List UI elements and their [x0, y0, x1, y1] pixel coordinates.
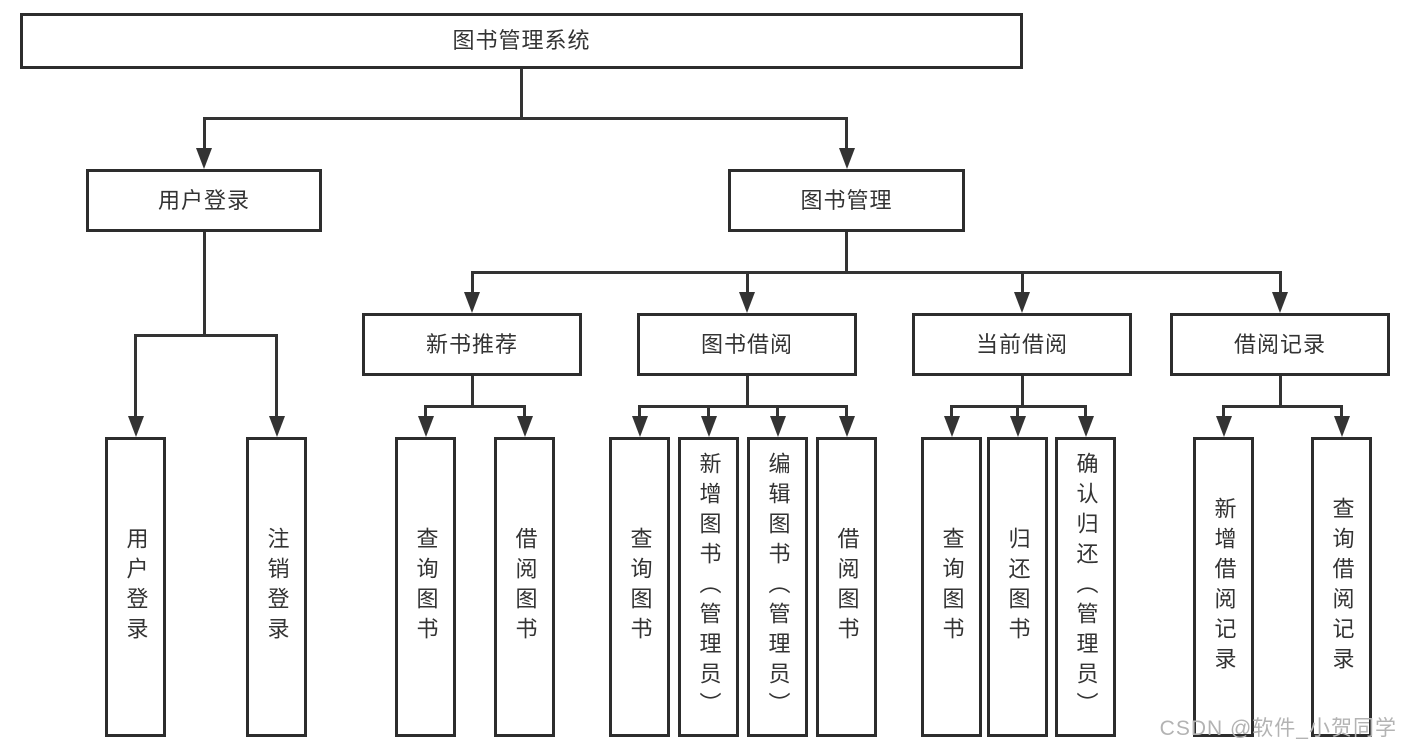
arrowhead-down-icon: [838, 416, 855, 437]
edge-line-vertical: [520, 69, 523, 118]
node-system-root: 图书管理系统: [20, 13, 1023, 69]
leaf-query-borrow-record: 查询借阅记录: [1311, 437, 1372, 737]
node-label: 图书借阅: [700, 331, 793, 357]
leaf-borrow-book-recommend: 借阅图书: [494, 437, 555, 737]
edge-line-vertical: [470, 376, 474, 406]
edge-line-vertical: [1278, 376, 1282, 406]
node-label: 新增借阅记录: [1211, 497, 1237, 677]
leaf-return-book: 归还图书: [987, 437, 1048, 737]
edge-line-vertical: [523, 406, 526, 421]
watermark: CSDN @软件_小贺同学: [1159, 717, 1397, 740]
leaf-add-borrow-record: 新增借阅记录: [1193, 437, 1254, 737]
edge-line-vertical: [745, 376, 749, 406]
leaf-confirm-return-admin: 确认归还（管理员）: [1055, 437, 1116, 737]
node-label: 图书管理系统: [452, 28, 591, 53]
node-label: 确认归还（管理员）: [1073, 452, 1099, 722]
edge-line-horizontal: [134, 333, 278, 337]
node-borrowing-records: 借阅记录: [1170, 313, 1390, 376]
edge-line-horizontal: [424, 404, 526, 408]
edge-line-vertical: [638, 406, 641, 421]
edge-line-vertical: [845, 406, 848, 421]
edge-line-horizontal: [1222, 404, 1343, 408]
edge-line-vertical: [202, 232, 206, 335]
arrowhead-down-icon: [464, 292, 480, 313]
arrowhead-down-icon: [1077, 416, 1094, 437]
edge-line-vertical: [1222, 406, 1225, 421]
leaf-user-login: 用户登录: [105, 437, 166, 737]
leaf-logout: 注销登录: [246, 437, 307, 737]
node-book-management: 图书管理: [728, 169, 965, 232]
node-label: 图书管理: [800, 187, 893, 213]
leaf-add-book-admin: 新增图书（管理员）: [678, 437, 739, 737]
node-label: 借阅图书: [512, 527, 538, 647]
leaf-borrow-book: 借阅图书: [816, 437, 877, 737]
arrowhead-down-icon: [943, 416, 960, 437]
arrowhead-down-icon: [700, 416, 717, 437]
arrowhead-down-icon: [417, 416, 434, 437]
node-label: 当前借阅: [975, 331, 1068, 357]
arrowhead-down-icon: [268, 416, 285, 437]
leaf-query-book-borrowing: 查询图书: [609, 437, 670, 737]
node-book-borrowing: 图书借阅: [637, 313, 857, 376]
edge-line-vertical: [1278, 272, 1282, 297]
node-label: 借阅图书: [834, 527, 860, 647]
edge-line-vertical: [1016, 406, 1019, 421]
arrowhead-down-icon: [769, 416, 786, 437]
edge-line-vertical: [1084, 406, 1087, 421]
leaf-query-book-current: 查询图书: [921, 437, 982, 737]
arrowhead-down-icon: [1272, 292, 1288, 313]
edge-line-vertical: [424, 406, 427, 421]
node-label: 新书推荐: [425, 331, 518, 357]
arrowhead-down-icon: [739, 292, 755, 313]
edge-line-vertical: [745, 272, 749, 297]
edge-line-vertical: [275, 335, 278, 421]
edge-line-horizontal: [638, 404, 848, 408]
edge-line-vertical: [707, 406, 710, 421]
edge-line-vertical: [845, 232, 848, 272]
edge-line-vertical: [1340, 406, 1343, 421]
arrowhead-down-icon: [516, 416, 533, 437]
edge-line-vertical: [134, 335, 137, 421]
edge-line-vertical: [470, 272, 474, 297]
arrowhead-down-icon: [1333, 416, 1350, 437]
edge-line-vertical: [950, 406, 953, 421]
node-label: 查询借阅记录: [1329, 497, 1355, 677]
leaf-edit-book-admin: 编辑图书（管理员）: [747, 437, 808, 737]
node-user-login: 用户登录: [86, 169, 322, 232]
edge-line-vertical: [776, 406, 779, 421]
arrowhead-down-icon: [127, 416, 144, 437]
node-current-borrowing: 当前借阅: [912, 313, 1132, 376]
node-label: 注销登录: [264, 527, 290, 647]
arrowhead-down-icon: [631, 416, 648, 437]
leaf-query-book-recommend: 查询图书: [395, 437, 456, 737]
edge-line-vertical: [202, 118, 206, 153]
node-label: 查询图书: [939, 527, 965, 647]
edge-line-vertical: [845, 118, 848, 153]
arrowhead-down-icon: [838, 148, 855, 169]
edge-line-vertical: [1020, 376, 1024, 406]
arrowhead-down-icon: [1215, 416, 1232, 437]
node-label: 归还图书: [1005, 527, 1031, 647]
node-label: 查询图书: [627, 527, 653, 647]
edge-line-horizontal: [470, 270, 1282, 274]
edge-line-vertical: [1020, 272, 1024, 297]
node-label: 查询图书: [413, 527, 439, 647]
edge-line-horizontal: [202, 116, 848, 120]
arrowhead-down-icon: [196, 148, 212, 169]
node-label: 用户登录: [157, 187, 250, 213]
node-label: 新增图书（管理员）: [696, 452, 722, 722]
arrowhead-down-icon: [1014, 292, 1030, 313]
node-label: 编辑图书（管理员）: [765, 452, 791, 722]
node-new-book-recommend: 新书推荐: [362, 313, 582, 376]
node-label: 用户登录: [123, 527, 149, 647]
arrowhead-down-icon: [1009, 416, 1026, 437]
node-label: 借阅记录: [1233, 331, 1326, 357]
